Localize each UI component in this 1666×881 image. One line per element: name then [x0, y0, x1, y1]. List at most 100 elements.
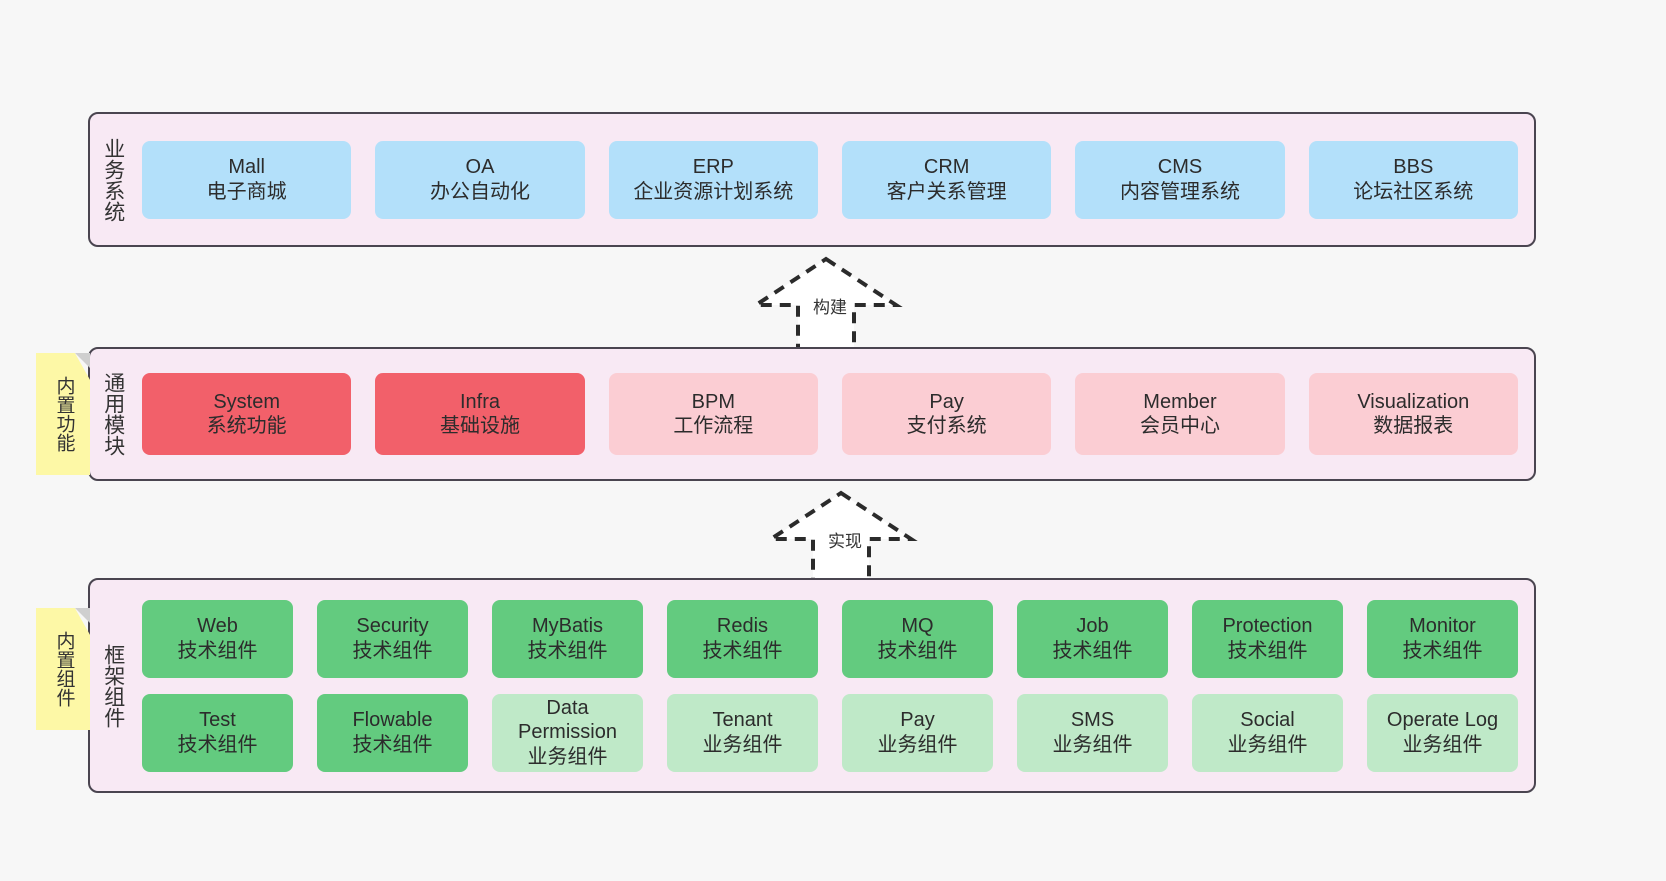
- node-title: CRM: [923, 156, 970, 179]
- generalization-arrow-shape: [749, 256, 903, 355]
- node-subtitle: 会员中心: [1139, 415, 1220, 437]
- node-subtitle: 业务组件: [527, 745, 608, 768]
- node-erp[interactable]: ERP 企业资源计划系统: [608, 140, 818, 219]
- node-job[interactable]: Job 技术组件: [1017, 599, 1168, 678]
- node-subtitle: 数据报表: [1373, 415, 1454, 437]
- node-subtitle: 技术组件: [177, 733, 258, 756]
- node-title: MyBatis: [531, 615, 604, 638]
- node-subtitle: 技术组件: [1402, 639, 1483, 662]
- node-infra[interactable]: Infra 基础设施: [375, 373, 585, 455]
- framework-row-business: Test 技术组件 Flowable 技术组件 Data Permission …: [142, 693, 1518, 772]
- node-title: Mall: [228, 156, 265, 179]
- node-mall[interactable]: Mall 电子商城: [142, 140, 352, 219]
- node-title: Job: [1076, 615, 1109, 638]
- node-title: Monitor: [1409, 615, 1476, 638]
- node-title: Member: [1143, 390, 1217, 413]
- node-title: SMS: [1070, 709, 1115, 732]
- layer-title-common-module: 通用模块: [101, 372, 125, 456]
- node-subtitle: 技术组件: [352, 639, 433, 662]
- layer-framework-component: 框架组件 Web 技术组件 Security 技术组件 MyBatis 技术组件…: [88, 578, 1536, 793]
- node-tenant[interactable]: Tenant 业务组件: [667, 693, 818, 772]
- node-subtitle: 系统功能: [206, 415, 287, 437]
- node-subtitle: 客户关系管理: [886, 180, 1007, 203]
- note-builtin-function-wrap: 内置功能: [36, 353, 90, 475]
- node-member[interactable]: Member 会员中心: [1075, 373, 1285, 455]
- note-builtin-component-wrap: 内置组件: [36, 608, 90, 730]
- node-subtitle: 技术组件: [1227, 639, 1308, 662]
- node-title: MQ: [901, 615, 934, 638]
- node-title: Web: [197, 615, 238, 638]
- layer-body-framework-component: Web 技术组件 Security 技术组件 MyBatis 技术组件 Redi…: [136, 580, 1534, 791]
- node-title: Flowable: [352, 709, 433, 732]
- node-flowable[interactable]: Flowable 技术组件: [317, 693, 468, 772]
- note-builtin-component: 内置组件: [36, 608, 90, 730]
- connector-build-arrow: [749, 256, 903, 355]
- node-subtitle: 技术组件: [527, 639, 608, 662]
- module-row: System 系统功能 Infra 基础设施 BPM 工作流程 Pay 支付系统…: [142, 373, 1518, 455]
- connector-build-label: 构建: [813, 298, 847, 317]
- node-pay-component[interactable]: Pay 业务组件: [842, 693, 993, 772]
- node-title: BPM: [691, 390, 735, 413]
- node-title: Data Permission: [518, 696, 617, 744]
- node-web[interactable]: Web 技术组件: [142, 599, 293, 678]
- node-visualization[interactable]: Visualization 数据报表: [1308, 373, 1518, 455]
- node-test[interactable]: Test 技术组件: [142, 693, 293, 772]
- connector-implement-label: 实现: [828, 532, 862, 551]
- layer-common-module: 通用模块 System 系统功能 Infra 基础设施 BPM 工作流程 Pay…: [88, 347, 1536, 481]
- node-subtitle: 论坛社区系统: [1353, 180, 1474, 203]
- node-sms[interactable]: SMS 业务组件: [1017, 693, 1168, 772]
- node-title: Infra: [459, 390, 500, 413]
- node-subtitle: 内容管理系统: [1119, 180, 1240, 203]
- node-title: Tenant: [712, 709, 773, 732]
- node-subtitle: 企业资源计划系统: [633, 180, 794, 203]
- node-title: OA: [465, 156, 495, 179]
- node-crm[interactable]: CRM 客户关系管理: [841, 140, 1052, 219]
- node-mybatis[interactable]: MyBatis 技术组件: [492, 599, 643, 678]
- node-subtitle: 业务组件: [1402, 733, 1483, 756]
- layer-body-business-system: Mall 电子商城 OA 办公自动化 ERP 企业资源计划系统 CRM 客户关系…: [136, 114, 1534, 245]
- node-subtitle: 技术组件: [1052, 639, 1133, 662]
- node-data-permission[interactable]: Data Permission 业务组件: [492, 693, 643, 772]
- generalization-arrow-shape: [764, 490, 918, 589]
- node-operate-log[interactable]: Operate Log 业务组件: [1367, 693, 1518, 772]
- node-subtitle: 技术组件: [352, 733, 433, 756]
- node-subtitle: 业务组件: [877, 733, 958, 756]
- node-subtitle: 技术组件: [702, 639, 783, 662]
- business-row: Mall 电子商城 OA 办公自动化 ERP 企业资源计划系统 CRM 客户关系…: [142, 140, 1518, 219]
- node-security[interactable]: Security 技术组件: [317, 599, 468, 678]
- node-title: System: [213, 390, 280, 413]
- node-title: Pay: [929, 390, 964, 413]
- connector-implement-arrow: [764, 490, 918, 589]
- node-monitor[interactable]: Monitor 技术组件: [1367, 599, 1518, 678]
- node-subtitle: 技术组件: [177, 639, 258, 662]
- node-subtitle: 业务组件: [1052, 733, 1133, 756]
- node-subtitle: 电子商城: [206, 180, 287, 203]
- node-cms[interactable]: CMS 内容管理系统: [1075, 140, 1285, 219]
- node-subtitle: 技术组件: [877, 639, 958, 662]
- node-protection[interactable]: Protection 技术组件: [1192, 599, 1343, 678]
- node-title: Visualization: [1357, 390, 1470, 413]
- node-title: Social: [1240, 709, 1295, 732]
- node-title: ERP: [692, 156, 734, 179]
- node-pay[interactable]: Pay 支付系统: [841, 373, 1052, 455]
- layer-business-system: 业务系统 Mall 电子商城 OA 办公自动化 ERP 企业资源计划系统 CRM…: [88, 112, 1536, 247]
- node-bpm[interactable]: BPM 工作流程: [608, 373, 818, 455]
- node-title: Test: [199, 709, 236, 732]
- node-title: CMS: [1157, 156, 1203, 179]
- node-mq[interactable]: MQ 技术组件: [842, 599, 993, 678]
- layer-body-common-module: System 系统功能 Infra 基础设施 BPM 工作流程 Pay 支付系统…: [136, 349, 1534, 479]
- node-title: Security: [356, 615, 429, 638]
- node-oa[interactable]: OA 办公自动化: [375, 140, 585, 219]
- node-title: Protection: [1222, 615, 1313, 638]
- node-bbs[interactable]: BBS 论坛社区系统: [1308, 140, 1518, 219]
- layer-title-business-system: 业务系统: [101, 137, 125, 222]
- node-social[interactable]: Social 业务组件: [1192, 693, 1343, 772]
- node-system[interactable]: System 系统功能: [142, 373, 352, 455]
- node-subtitle: 工作流程: [673, 415, 754, 437]
- node-subtitle: 基础设施: [439, 415, 520, 437]
- node-subtitle: 业务组件: [1227, 733, 1308, 756]
- node-title: Redis: [716, 615, 769, 638]
- node-redis[interactable]: Redis 技术组件: [667, 599, 818, 678]
- framework-row-tech: Web 技术组件 Security 技术组件 MyBatis 技术组件 Redi…: [142, 599, 1518, 678]
